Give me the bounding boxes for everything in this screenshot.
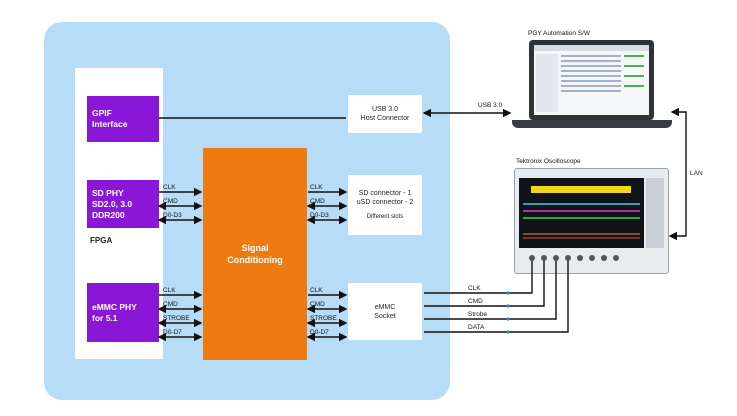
emmc-right-signal-cmd: CMD xyxy=(310,301,325,308)
emmc-left-signal-cmd: CMD xyxy=(163,301,178,308)
probe-label-clk: CLK xyxy=(468,285,481,292)
usb-link-label: USB 3.0 xyxy=(478,102,503,109)
lan-link-label: LAN xyxy=(690,170,703,177)
probe-label-data: DATA xyxy=(468,324,485,331)
emmc-left-signal-strobe: STROBE xyxy=(163,315,190,322)
gpif-interface-block: GPIF Interface xyxy=(87,96,159,142)
sd-connector-line1: SD connector - 1 xyxy=(358,189,412,197)
sd-connector-line2: uSD connector - 2 xyxy=(356,198,414,206)
laptop-label: PGY Automation S/W xyxy=(528,30,591,37)
laptop-screen-content xyxy=(534,45,649,115)
sd-connector-box: SD connector - 1 uSD connector - 2 Diffe… xyxy=(348,175,422,235)
probe-label-cmd: CMD xyxy=(468,298,483,305)
sd-left-signal-clk: CLK xyxy=(163,184,176,191)
sd-left-signal-cmd: CMD xyxy=(163,198,178,205)
emmc-right-signal-clk: CLK xyxy=(310,287,323,294)
sd-left-signal-data: D0-D3 xyxy=(163,212,182,219)
usb-host-connector-box: USB 3.0 Host Connector xyxy=(348,95,422,133)
software-window-icon xyxy=(534,45,649,112)
sd-phy-block: SD PHY SD2.0, 3.0 DDR200 xyxy=(87,180,159,228)
emmc-socket-box: eMMC Socket xyxy=(348,283,422,340)
waveform-icon xyxy=(523,186,640,239)
emmc-phy-block: eMMC PHY for 5.1 xyxy=(87,283,159,342)
emmc-left-signal-data: D0-D7 xyxy=(163,329,182,336)
emmc-right-signal-data: D0-D7 xyxy=(310,329,329,336)
emmc-right-signal-strobe: STROBE xyxy=(310,315,337,322)
sd-right-signal-clk: CLK xyxy=(310,184,323,191)
signal-conditioning-block: Signal Conditioning xyxy=(203,148,307,360)
scope-control-panel xyxy=(646,178,664,248)
sd-right-signal-data: D0-D3 xyxy=(310,212,329,219)
sd-right-signal-cmd: CMD xyxy=(310,198,325,205)
scope-label: Tektronix Oscilloscope xyxy=(516,158,581,165)
probe-label-strobe: Strobe xyxy=(468,311,488,318)
sd-connector-line3: Different slots xyxy=(366,213,404,220)
laptop-base xyxy=(512,120,672,128)
fpga-label: FPGA xyxy=(90,236,113,245)
emmc-left-signal-clk: CLK xyxy=(163,287,176,294)
scope-screen xyxy=(519,178,644,248)
